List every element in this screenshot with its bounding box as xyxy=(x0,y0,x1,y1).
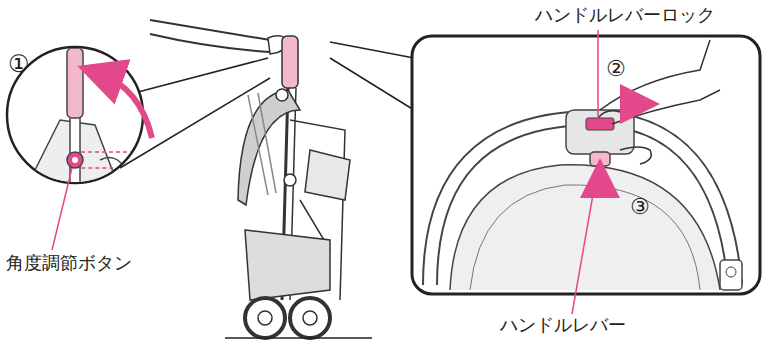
callout-number: ② xyxy=(606,56,626,82)
part-name: ハンドルレバー xyxy=(500,314,626,336)
part-name: 角度調節ボタン xyxy=(6,252,132,274)
leader-line xyxy=(52,168,72,250)
callout-number: ① xyxy=(8,50,30,79)
stroller xyxy=(150,20,372,338)
angle-inset xyxy=(7,47,155,200)
leader-line xyxy=(597,30,599,122)
handle-inset xyxy=(412,36,760,294)
leader-line xyxy=(572,166,598,314)
part-name: ハンドルレバーロック xyxy=(535,4,715,26)
callout-number: ③ xyxy=(630,194,650,220)
